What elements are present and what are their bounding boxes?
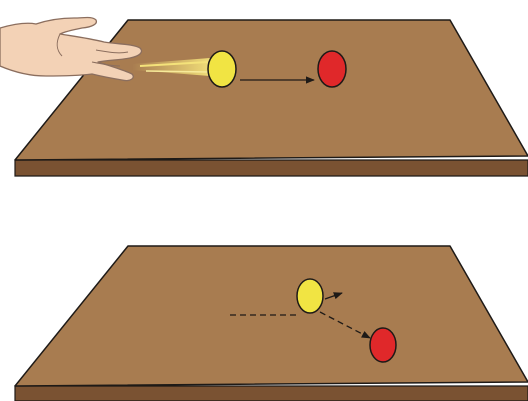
hand-icon xyxy=(0,16,143,82)
motion-streak xyxy=(132,58,210,76)
table-top xyxy=(14,245,528,387)
scene-before-collision xyxy=(0,16,528,177)
yellow-ball xyxy=(296,278,324,314)
red-ball xyxy=(369,327,397,363)
table-top xyxy=(14,19,528,161)
red-ball xyxy=(317,50,347,88)
yellow-ball-arrow xyxy=(324,292,343,300)
scene-after-collision xyxy=(14,245,528,401)
table-edge-front xyxy=(14,159,528,177)
yellow-ball xyxy=(207,50,237,88)
table-edge-front xyxy=(14,385,528,401)
